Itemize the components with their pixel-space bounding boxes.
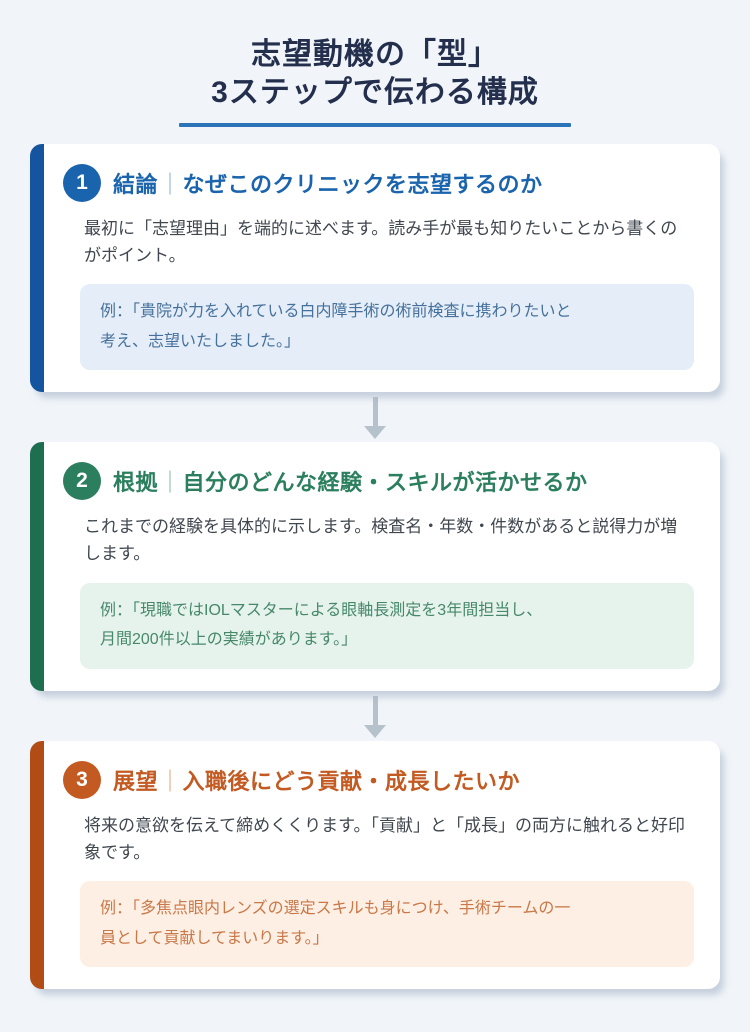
step-3-example-box: 例：「多焦点眼内レンズの選定スキルも身につけ、手術チームの一 員として貢献してま…: [80, 881, 694, 968]
down-arrow-icon: [364, 694, 386, 738]
title-underline: [179, 122, 571, 127]
step-2-separator: ｜: [159, 470, 182, 496]
step-3-heading: 展望｜入職後にどう貢献・成長したいか: [113, 764, 520, 796]
page-title-line1: 志望動機の「型」: [251, 38, 499, 71]
step-2-example-line2: 月間200件以上の実績があります。」: [100, 631, 358, 649]
step-1-heading-text: なぜこのクリニックを志望するのか: [182, 171, 543, 197]
step-1-heading: 結論｜なぜこのクリニックを志望するのか: [113, 167, 543, 199]
step-1-label: 結論: [113, 171, 159, 197]
arrow-wrap-1: [30, 392, 720, 442]
step-2-body: これまでの経験を具体的に示します。検査名・年数・件数があると説得力が増します。: [84, 517, 678, 564]
step-3-body: 将来の意欲を伝えて締めくくります。「貢献」と「成長」の両方に触れると好印象です。: [84, 815, 685, 862]
step-2-example-line1: 例：「現職ではIOLマスターによる眼軸長測定を3年間担当し、: [100, 601, 543, 619]
step-2-example-box: 例：「現職ではIOLマスターによる眼軸長測定を3年間担当し、 月間200件以上の…: [80, 582, 694, 669]
step-1-example-box: 例：「貴院が力を入れている白内障手術の術前検査に携わりたいと 考え、志望いたしま…: [80, 283, 694, 371]
step-card-3: 3 展望｜入職後にどう貢献・成長したいか 将来の意欲を伝えて締めくくります。「貢…: [30, 740, 720, 990]
step-1-example-line1: 例：「貴院が力を入れている白内障手術の術前検査に携わりたいと: [100, 302, 572, 320]
step-2-heading: 根拠｜自分のどんな経験・スキルが活かせるか: [113, 465, 588, 497]
step-2-content: これまでの経験を具体的に示します。検査名・年数・件数があると説得力が増します。 …: [80, 513, 694, 669]
step-3-example-line2: 員として貢献してまいります。」: [100, 929, 329, 947]
step-2-header: 2 根拠｜自分のどんな経験・スキルが活かせるか: [63, 462, 694, 501]
step-1-number-badge: 1: [63, 163, 101, 202]
page-header: 志望動機の「型」 3ステップで伝わる構成: [0, 0, 750, 127]
step-1-header: 1 結論｜なぜこのクリニックを志望するのか: [63, 163, 694, 202]
step-1-content: 最初に「志望理由」を端的に述べます。読み手が最も知りたいことから書くのがポイント…: [80, 215, 694, 371]
step-2-heading-text: 自分のどんな経験・スキルが活かせるか: [182, 470, 588, 496]
step-1-separator: ｜: [159, 171, 182, 197]
step-2-label: 根拠: [113, 470, 159, 496]
step-card-1: 1 結論｜なぜこのクリニックを志望するのか 最初に「志望理由」を端的に述べます。…: [30, 143, 720, 393]
step-3-number-badge: 3: [63, 760, 101, 799]
step-2-number-badge: 2: [63, 462, 101, 501]
step-3-header: 3 展望｜入職後にどう貢献・成長したいか: [63, 760, 694, 799]
page-title: 志望動機の「型」 3ステップで伝わる構成: [0, 36, 750, 112]
step-3-label: 展望: [113, 768, 159, 794]
step-3-heading-text: 入職後にどう貢献・成長したいか: [182, 768, 521, 794]
step-3-content: 将来の意欲を伝えて締めくくります。「貢献」と「成長」の両方に触れると好印象です。…: [80, 812, 694, 968]
step-3-example-line1: 例：「多焦点眼内レンズの選定スキルも身につけ、手術チームの一: [100, 900, 571, 918]
step-1-example-line2: 考え、志望いたしました。」: [100, 332, 301, 350]
step-card-2: 2 根拠｜自分のどんな経験・スキルが活かせるか これまでの経験を具体的に示します…: [30, 442, 720, 691]
step-3-separator: ｜: [159, 768, 182, 794]
steps-container: 1 結論｜なぜこのクリニックを志望するのか 最初に「志望理由」を端的に述べます。…: [30, 143, 720, 990]
page-title-line2: 3ステップで伝わる構成: [211, 75, 539, 109]
down-arrow-icon: [364, 395, 386, 440]
step-1-body: 最初に「志望理由」を端的に述べます。読み手が最も知りたいことから書くのがポイント…: [84, 218, 678, 265]
arrow-wrap-2: [30, 691, 720, 741]
